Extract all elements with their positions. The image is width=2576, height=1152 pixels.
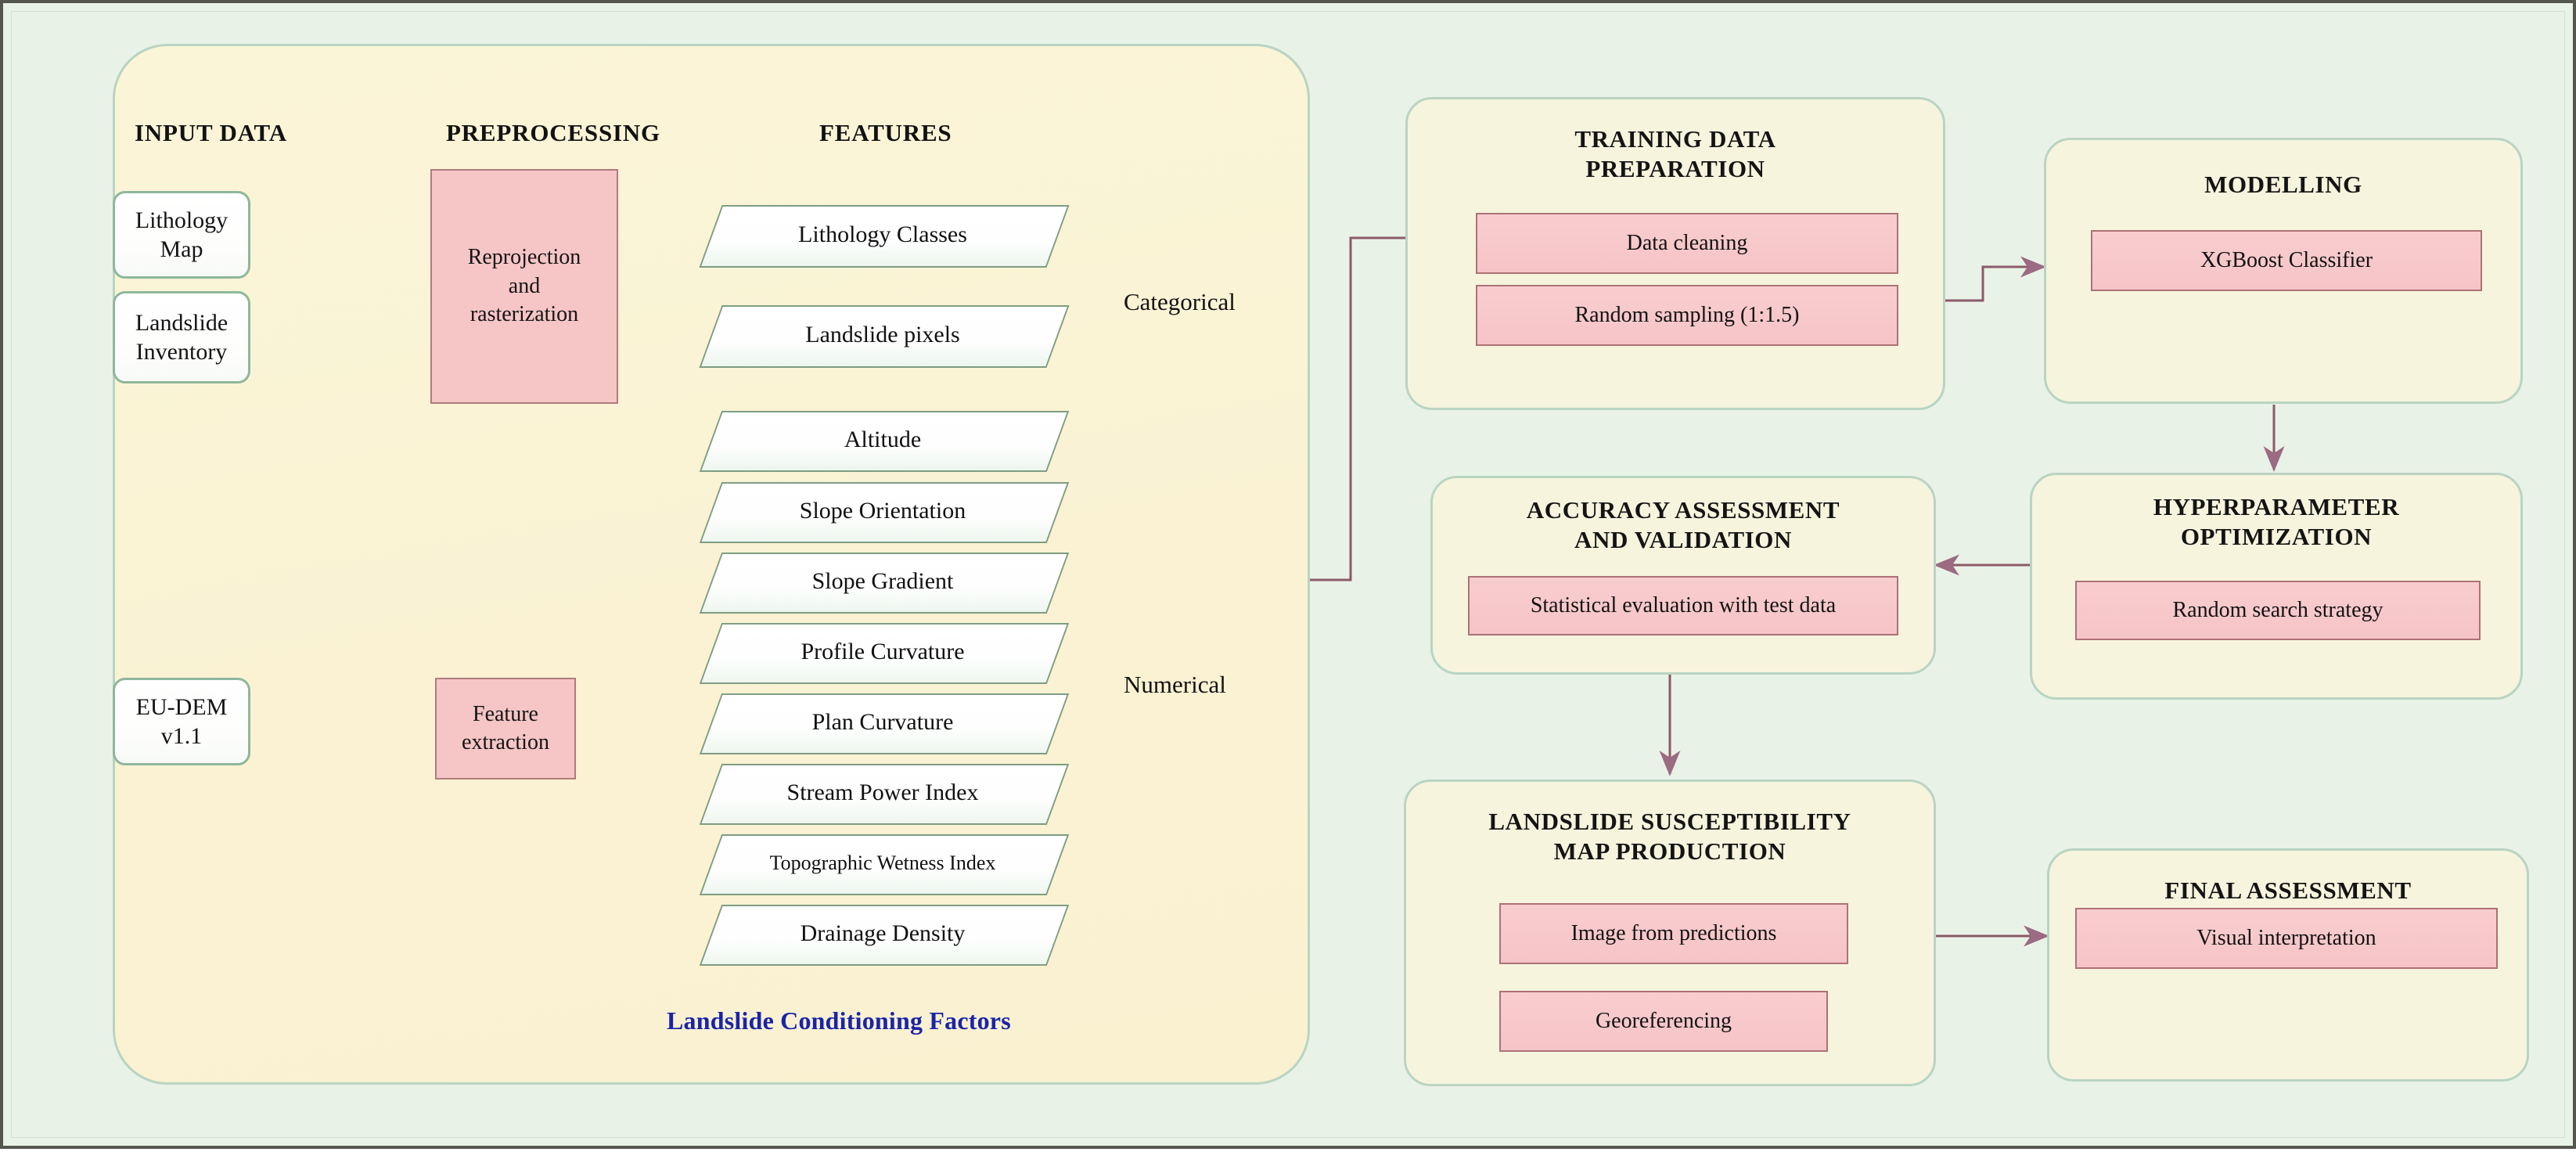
workflow-panel — [113, 44, 1310, 1085]
feature-slope-gradient[interactable]: Slope Gradient — [699, 553, 1070, 614]
stage-title: LANDSLIDE SUSCEPTIBILITY MAP PRODUCTION — [1488, 808, 1851, 865]
column-header-input-data: INPUT DATA — [135, 119, 287, 146]
input-box-lithology-map[interactable]: Lithology Map — [113, 191, 250, 279]
input-box-eu-dem[interactable]: EU-DEM v1.1 — [113, 678, 250, 765]
process-box-reprojection[interactable]: Reprojection and rasterization — [430, 169, 618, 404]
feature-lithology-classes[interactable]: Lithology Classes — [699, 205, 1070, 268]
step-data-cleaning[interactable]: Data cleaning — [1476, 213, 1898, 274]
feature-topographic-wetness-index[interactable]: Topographic Wetness Index — [699, 834, 1070, 895]
feature-label: Stream Power Index — [786, 779, 979, 805]
step-statistical-evaluation[interactable]: Statistical evaluation with test data — [1468, 576, 1898, 635]
feature-landslide-pixels[interactable]: Landslide pixels — [699, 305, 1070, 368]
feature-label: Drainage Density — [800, 920, 966, 946]
column-header-features: FEATURES — [819, 119, 952, 146]
feature-altitude[interactable]: Altitude — [699, 411, 1070, 472]
stage-title: TRAINING DATA PREPARATION — [1574, 125, 1776, 182]
feature-label: Plan Curvature — [811, 709, 954, 735]
feature-label: Topographic Wetness Index — [769, 851, 996, 874]
step-visual-interpretation[interactable]: Visual interpretation — [2075, 908, 2498, 969]
step-label: Georeferencing — [1595, 1009, 1732, 1033]
input-label: Landslide Inventory — [135, 309, 228, 365]
step-label: XGBoost Classifier — [2200, 248, 2373, 272]
feature-stream-power-index[interactable]: Stream Power Index — [699, 764, 1070, 825]
feature-label: Slope Gradient — [811, 568, 954, 594]
step-georeferencing[interactable]: Georeferencing — [1499, 991, 1828, 1052]
feature-plan-curvature[interactable]: Plan Curvature — [699, 693, 1070, 754]
step-label: Random search strategy — [2172, 598, 2384, 622]
stage-title: FINAL ASSESSMENT — [2164, 877, 2412, 904]
feature-label: Lithology Classes — [798, 221, 967, 247]
stage-title: ACCURACY ASSESSMENT AND VALIDATION — [1526, 496, 1840, 553]
step-label: Visual interpretation — [2196, 926, 2376, 950]
feature-profile-curvature[interactable]: Profile Curvature — [699, 623, 1070, 684]
feature-label: Profile Curvature — [801, 639, 965, 664]
feature-label: Altitude — [844, 427, 922, 452]
column-header-preprocessing: PREPROCESSING — [446, 119, 660, 146]
step-label: Data cleaning — [1626, 231, 1748, 255]
feature-drainage-density[interactable]: Drainage Density — [699, 905, 1070, 966]
step-label: Statistical evaluation with test data — [1530, 593, 1837, 617]
stage-panel-accuracy-assessment: ACCURACY ASSESSMENT AND VALIDATION — [1430, 476, 1936, 675]
footer-note: Landslide Conditioning Factors — [667, 1006, 1011, 1035]
step-xgboost-classifier[interactable]: XGBoost Classifier — [2091, 230, 2482, 291]
feature-label: Landslide pixels — [805, 322, 960, 347]
step-random-sampling[interactable]: Random sampling (1:1.5) — [1476, 285, 1898, 346]
process-label: Feature extraction — [462, 701, 549, 754]
process-box-feature-extraction[interactable]: Feature extraction — [435, 678, 576, 779]
bracket-label-categorical: Categorical — [1124, 288, 1236, 315]
feature-slope-orientation[interactable]: Slope Orientation — [699, 482, 1070, 543]
stage-title: MODELLING — [2204, 171, 2362, 198]
input-box-landslide-inventory[interactable]: Landslide Inventory — [113, 291, 250, 383]
step-random-search-strategy[interactable]: Random search strategy — [2075, 581, 2481, 640]
step-label: Random sampling (1:1.5) — [1574, 303, 1800, 327]
bracket-label-numerical: Numerical — [1124, 671, 1226, 698]
stage-title: HYPERPARAMETER OPTIMIZATION — [2153, 493, 2400, 550]
input-label: EU-DEM v1.1 — [135, 693, 228, 750]
input-label: Lithology Map — [135, 207, 228, 263]
feature-label: Slope Orientation — [799, 498, 966, 524]
step-label: Image from predictions — [1570, 921, 1777, 945]
process-label: Reprojection and rasterization — [467, 245, 581, 327]
step-image-from-predictions[interactable]: Image from predictions — [1499, 903, 1848, 964]
